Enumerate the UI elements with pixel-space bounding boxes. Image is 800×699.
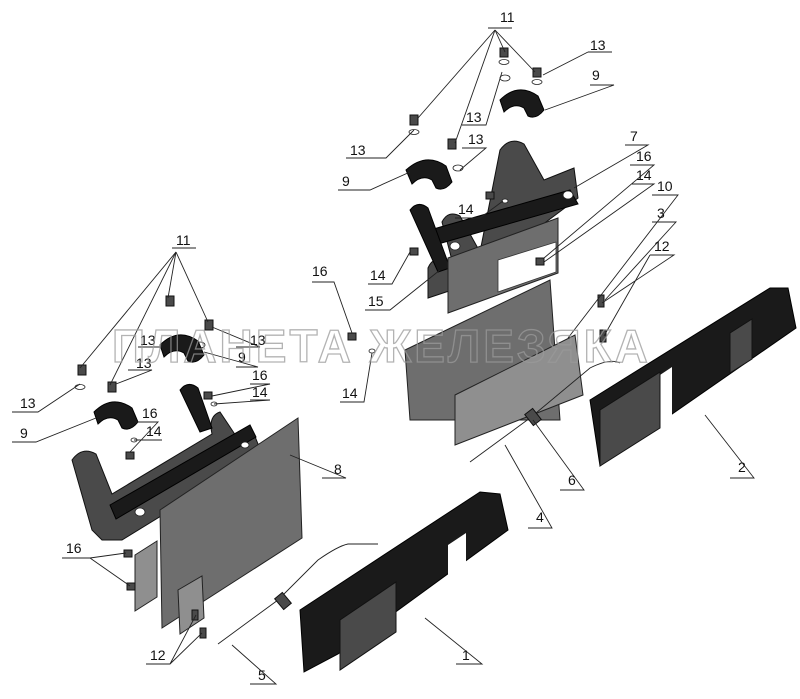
wire-rod-right — [469, 360, 621, 463]
callout-16-left-bottom: 16 — [66, 540, 82, 556]
wire-rod-left — [217, 543, 378, 645]
tail-lamp-1 — [299, 491, 509, 673]
callout-12-right: 12 — [654, 238, 670, 254]
callout-13-right-left: 13 — [350, 142, 366, 158]
callout-12-left: 12 — [150, 647, 166, 663]
clamp-left-upper — [159, 334, 205, 363]
clamp-right-lower — [405, 159, 453, 190]
callout-16-right: 16 — [636, 148, 652, 164]
callout-2: 2 — [738, 459, 746, 475]
callout-1: 1 — [462, 647, 470, 663]
callout-9-left-right: 9 — [238, 349, 246, 365]
callout-14-left-top: 14 — [252, 384, 268, 400]
callout-8: 8 — [334, 461, 342, 477]
callout-labels: 11 13 9 13 13 13 9 7 16 14 10 3 12 14 14… — [20, 9, 746, 683]
clamp-left-lower — [93, 401, 139, 430]
callout-7: 7 — [630, 128, 638, 144]
callout-13-right-top: 13 — [590, 37, 606, 53]
callout-13-left-c: 13 — [136, 355, 152, 371]
callout-9-right-left: 9 — [342, 173, 350, 189]
plate-mount-right — [404, 217, 584, 446]
callout-9-left-far: 9 — [20, 425, 28, 441]
callout-3: 3 — [657, 205, 665, 221]
callout-13-left-b: 13 — [250, 332, 266, 348]
callout-14-right-nut: 14 — [458, 201, 474, 217]
callout-4: 4 — [536, 509, 544, 525]
callout-16-right-left: 16 — [312, 263, 328, 279]
callout-13-left-far: 13 — [20, 395, 36, 411]
callout-14-right-bottom: 14 — [342, 385, 358, 401]
callout-9-right-top: 9 — [592, 67, 600, 83]
callout-13-right-lower: 13 — [468, 131, 484, 147]
leader-lines — [12, 27, 755, 685]
nuts-right — [347, 191, 545, 354]
callout-13-left-a: 13 — [140, 332, 156, 348]
callout-15: 15 — [368, 293, 384, 309]
bracket-left — [71, 384, 263, 541]
callout-11-right: 11 — [500, 9, 515, 25]
clamp-right-upper — [499, 89, 545, 118]
callout-13-right-mid: 13 — [466, 109, 482, 125]
watermark-text: ПЛАНЕТА ЖЕЛЕЗЯКА — [112, 320, 651, 372]
callout-16-left-mid: 16 — [142, 405, 158, 421]
callout-16-left-top: 16 — [252, 367, 268, 383]
callout-11-left: 11 — [176, 232, 191, 248]
callout-6: 6 — [568, 472, 576, 488]
tail-lamp-2 — [589, 287, 797, 467]
callout-14-left-mid: 14 — [146, 423, 162, 439]
callout-5: 5 — [258, 667, 266, 683]
callout-14-right: 14 — [636, 167, 652, 183]
callout-14-right-bracket: 14 — [370, 267, 386, 283]
callout-10: 10 — [657, 178, 673, 194]
